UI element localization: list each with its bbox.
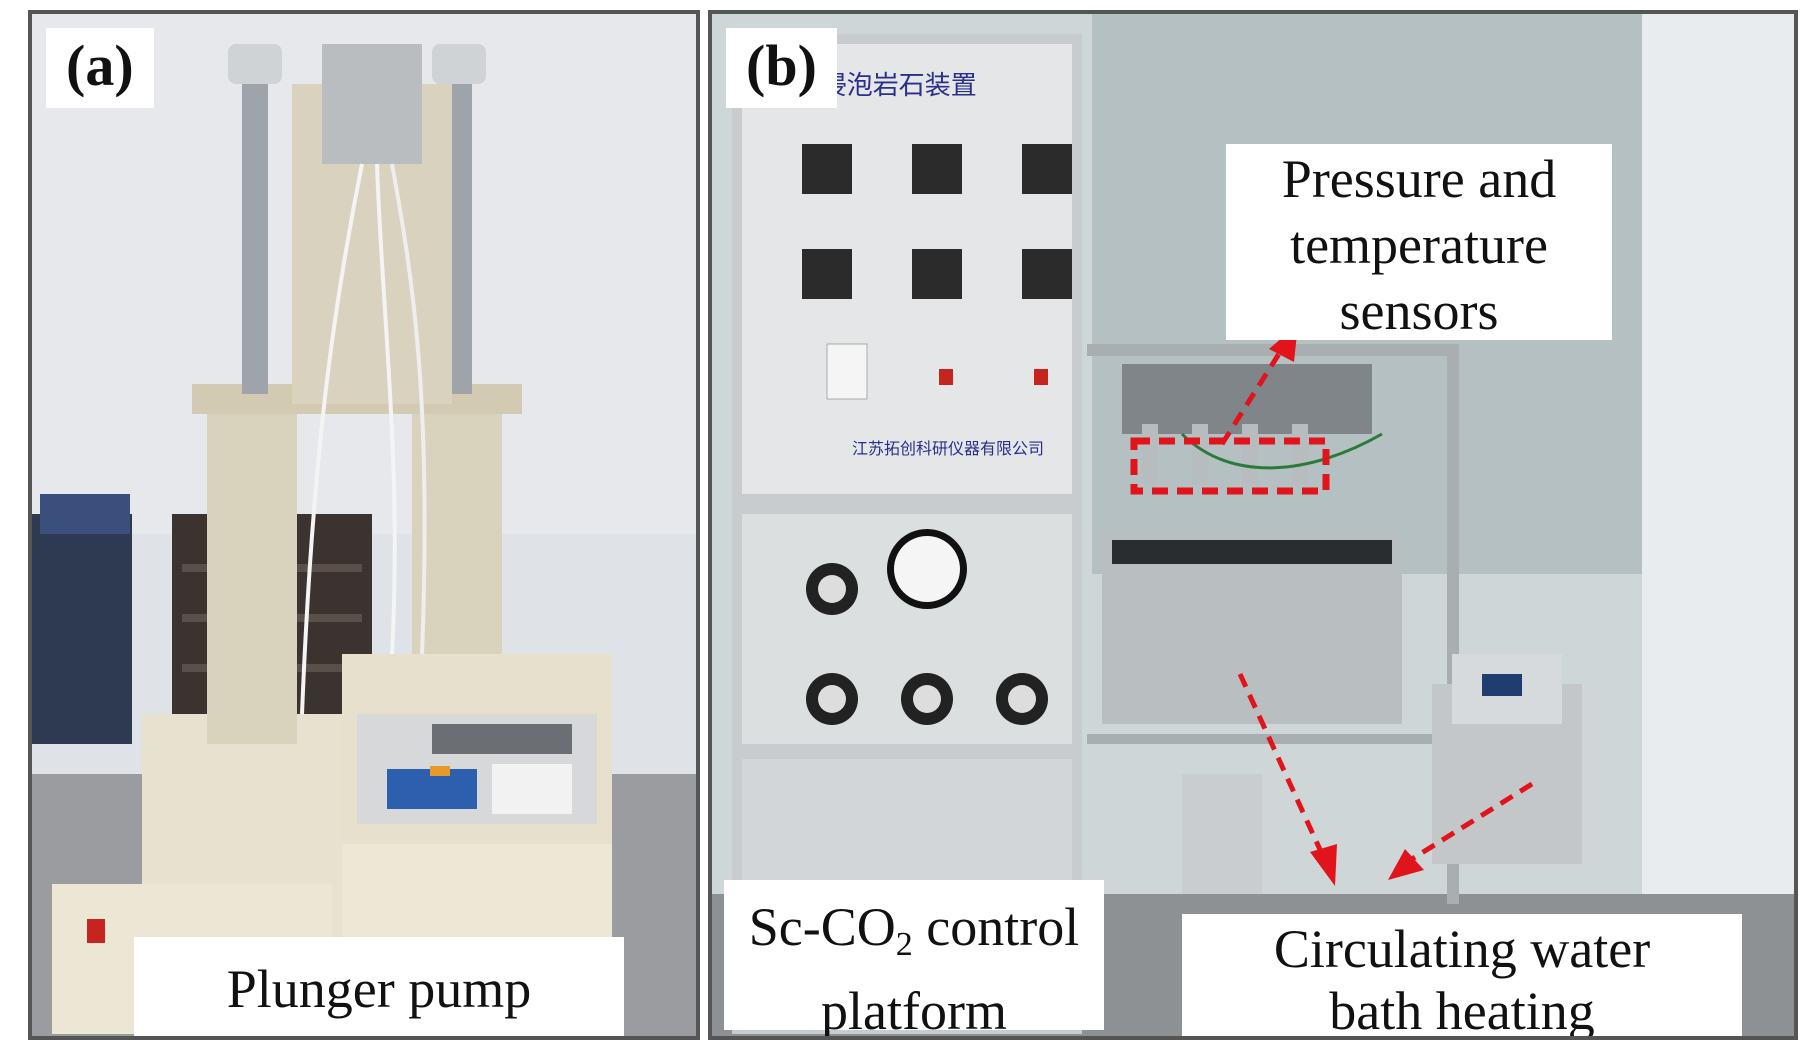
scco2-label-subscript: 2 bbox=[895, 926, 913, 963]
water-arrowhead-2 bbox=[1388, 849, 1424, 880]
panel-b-tag: (b) bbox=[726, 28, 837, 108]
scco2-control-platform-label: Sc-CO2 control platform bbox=[724, 880, 1104, 1036]
plunger-pump-photo bbox=[32, 14, 696, 1036]
panel-a-tag: (a) bbox=[46, 28, 154, 108]
scco2-apparatus-photo: ₂ 浸泡岩石装置 江苏拓创科研仪器有限公司 bbox=[712, 14, 1794, 1036]
water-arrowhead-1 bbox=[1310, 844, 1337, 886]
circulating-water-bath-label: Circulating water bath heating bbox=[1182, 914, 1742, 1040]
scco2-label-line2: platform bbox=[821, 981, 1007, 1040]
panel-b: ₂ 浸泡岩石装置 江苏拓创科研仪器有限公司 bbox=[708, 10, 1798, 1040]
water-label-line1: Circulating water bbox=[1273, 919, 1651, 979]
water-label-line2: bath heating bbox=[1329, 981, 1595, 1040]
scco2-label-part2: control bbox=[912, 897, 1080, 957]
panel-a: (a) Plunger pump bbox=[28, 10, 700, 1040]
plunger-pump-label: Plunger pump bbox=[134, 937, 624, 1036]
scco2-label-part1: Sc-CO bbox=[748, 897, 896, 957]
company-text: 江苏拓创科研仪器有限公司 bbox=[852, 439, 1044, 458]
sensors-label-line3: sensors bbox=[1339, 281, 1499, 341]
sensor-highlight-box bbox=[1130, 437, 1330, 495]
pressure-temperature-sensors-label: Pressure and temperature sensors bbox=[1226, 144, 1612, 341]
sensors-label-line2: temperature bbox=[1290, 215, 1548, 275]
sensors-label-line1: Pressure and bbox=[1281, 149, 1557, 209]
